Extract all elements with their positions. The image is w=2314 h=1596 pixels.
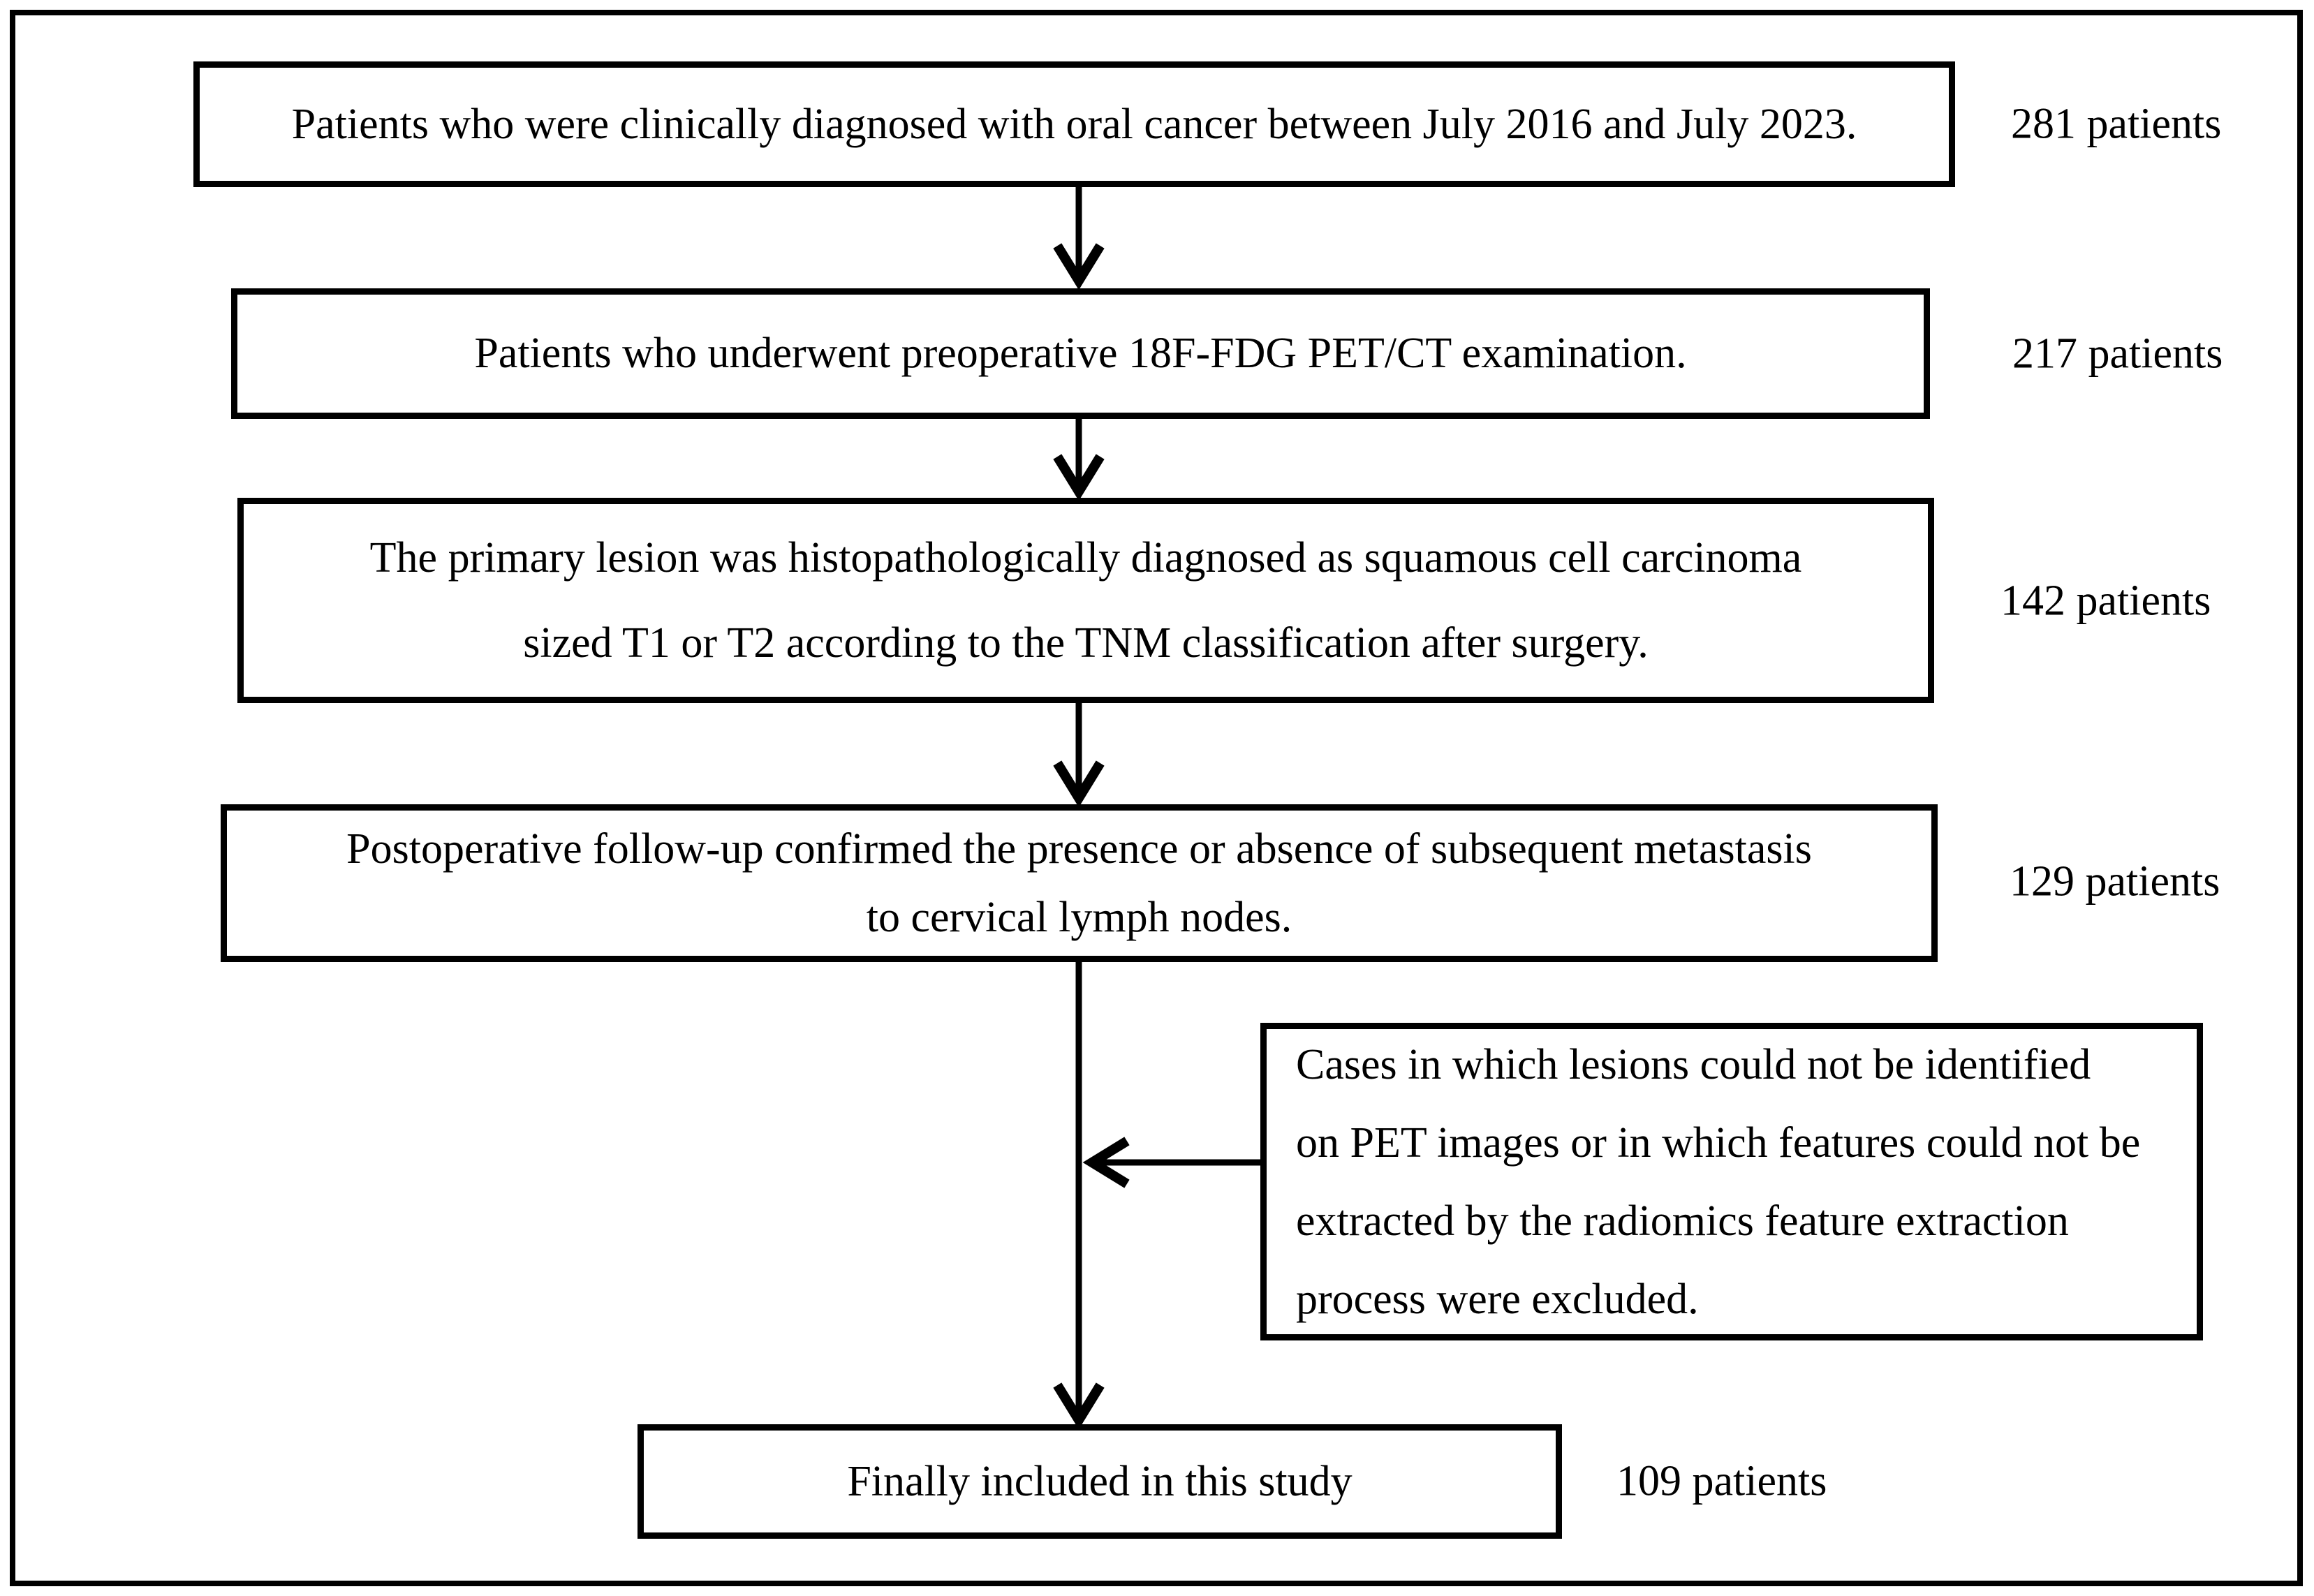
step-box-3: The primary lesion was histopathological… bbox=[237, 498, 1934, 703]
step-box-4-text-line-2: to cervical lymph nodes. bbox=[866, 894, 1292, 941]
outer-border bbox=[10, 10, 2303, 1586]
step-box-1-text: Patients who were clinically diagnosed w… bbox=[291, 100, 1857, 148]
step-box-3-text-line-1: The primary lesion was histopathological… bbox=[369, 534, 1802, 582]
final-box-text: Finally included in this study bbox=[847, 1457, 1353, 1505]
step-box-4-text-line-1: Postoperative follow-up confirmed the pr… bbox=[346, 825, 1812, 873]
patient-count-5: 109 patients bbox=[1616, 1457, 1827, 1505]
step-box-2-text: Patients who underwent preoperative 18F-… bbox=[474, 330, 1687, 377]
step-box-2: Patients who underwent preoperative 18F-… bbox=[231, 288, 1930, 419]
exclusion-text-line-1: Cases in which lesions could not be iden… bbox=[1296, 1040, 2091, 1088]
step-box-3-text-line-2: sized T1 or T2 according to the TNM clas… bbox=[523, 619, 1649, 667]
exclusion-box: Cases in which lesions could not be iden… bbox=[1260, 1023, 2203, 1340]
final-box: Finally included in this study bbox=[638, 1424, 1562, 1539]
step-box-4: Postoperative follow-up confirmed the pr… bbox=[221, 804, 1938, 962]
patient-count-2: 217 patients bbox=[2012, 330, 2223, 378]
exclusion-text-line-3: extracted by the radiomics feature extra… bbox=[1296, 1197, 2069, 1245]
exclusion-text-line-2: on PET images or in which features could… bbox=[1296, 1118, 2141, 1167]
step-box-1: Patients who were clinically diagnosed w… bbox=[193, 61, 1955, 187]
patient-count-1: 281 patients bbox=[2011, 100, 2222, 148]
patient-count-4: 129 patients bbox=[2010, 857, 2220, 906]
patient-count-3: 142 patients bbox=[2000, 577, 2211, 625]
exclusion-text-line-4: process were excluded. bbox=[1296, 1275, 1699, 1323]
